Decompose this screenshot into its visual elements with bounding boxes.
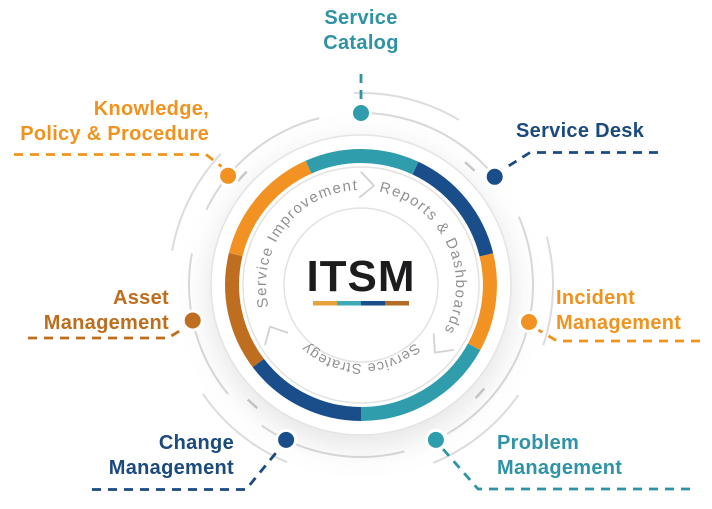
dot-change	[275, 428, 298, 451]
label-line: Problem	[497, 432, 580, 454]
leader-service-desk	[503, 151, 658, 170]
label-line: Management	[108, 457, 234, 479]
inner-disc	[210, 134, 512, 436]
label-service-desk: Service Desk	[516, 119, 644, 144]
underline-brown	[385, 301, 409, 306]
dot-problem	[424, 428, 447, 451]
chevron-lower-left-icon	[264, 325, 289, 346]
dot-asset	[181, 309, 204, 332]
label-service-catalog: Service Catalog	[261, 6, 461, 56]
text-band-inner-circle	[283, 207, 439, 363]
ring-segment-asset	[225, 252, 264, 368]
outer-dashed-circle	[168, 92, 554, 478]
label-asset-management: Asset Management	[0, 286, 169, 336]
ring-segment-knowledge	[228, 160, 312, 257]
label-knowledge-policy-procedure: Knowledge, Policy & Procedure	[0, 97, 209, 147]
chevron-arrows	[260, 168, 455, 359]
label-line: Management	[43, 312, 169, 334]
center-title: ITSM	[306, 252, 415, 301]
leader-problem	[441, 448, 690, 491]
label-line: Catalog	[323, 32, 399, 54]
chevron-lower-right-icon	[432, 333, 454, 354]
label-change-management: Change Management	[34, 431, 234, 481]
label-line: Incident	[556, 287, 636, 309]
label-line: Change	[158, 432, 234, 454]
ring-segment-service-catalog	[305, 149, 419, 175]
label-line: Knowledge,	[93, 98, 209, 120]
label-line: Asset	[113, 287, 169, 309]
label-problem-management: Problem Management	[497, 431, 622, 481]
center-underline	[313, 301, 409, 306]
underline-teal	[337, 301, 361, 306]
leader-knowledge	[14, 153, 223, 168]
ring-segment-service-desk	[412, 161, 494, 257]
label-incident-management: Incident Management	[556, 286, 681, 336]
text-band-outer-circle	[242, 166, 480, 404]
ring-segment-problem	[360, 343, 481, 421]
leader-change	[92, 447, 281, 491]
dot-knowledge	[217, 164, 240, 187]
label-line: Management	[556, 312, 682, 334]
ring-segment-incident	[467, 253, 497, 351]
label-line: Management	[497, 457, 623, 479]
underline-orange	[313, 301, 337, 306]
leader-lines	[14, 74, 700, 491]
tick-dash-circle	[198, 122, 524, 448]
connector-dots	[181, 102, 540, 451]
dot-service-desk	[483, 165, 506, 188]
dot-service-catalog	[350, 102, 372, 124]
label-line: Service Desk	[516, 120, 645, 142]
underline-navy	[361, 301, 385, 306]
label-line: Service	[324, 7, 398, 29]
label-line: Policy & Procedure	[20, 123, 209, 145]
chevron-top-icon	[358, 171, 376, 199]
dot-incident	[518, 311, 540, 333]
ring-segment-change	[252, 358, 362, 421]
